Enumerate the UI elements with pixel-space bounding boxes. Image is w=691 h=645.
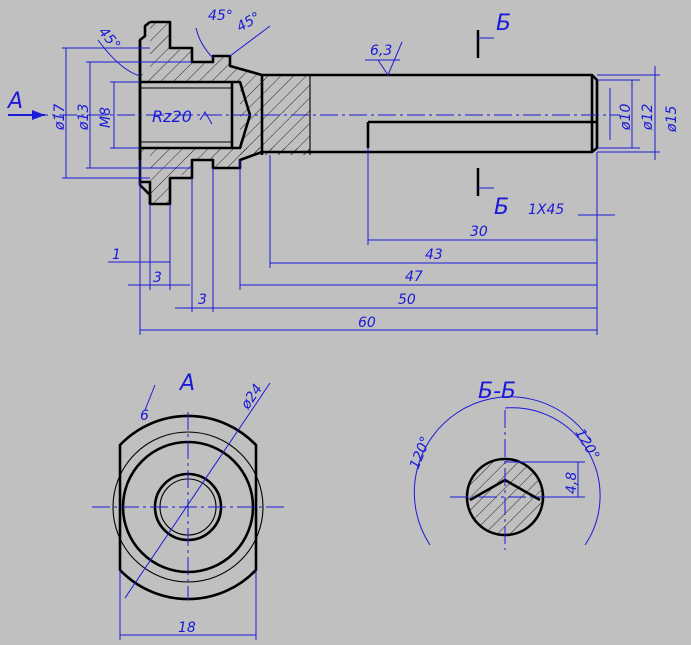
angle-45-top: 45° [208, 8, 233, 24]
section-mark-bottom: Б [476, 168, 509, 220]
dims-left: ø17 ø13 M8 [52, 47, 192, 179]
arc-120-right [504, 407, 601, 546]
dim-47: 47 [405, 269, 423, 285]
dim-d13: ø13 [76, 104, 92, 131]
dim-m8: M8 [98, 107, 114, 128]
arc-120-left [413, 396, 591, 546]
view-arrow-a: A [6, 89, 45, 120]
dim-d15: ø15 [664, 106, 680, 133]
dim-4-8: 4,8 [564, 472, 580, 494]
dim-30: 30 [470, 224, 488, 240]
end-view-a: A ø24 6 18 [92, 371, 285, 640]
label-section-b-top: Б [496, 11, 511, 36]
dim-120-right: 120° [572, 426, 603, 463]
dims-right: ø10 ø12 ø15 [597, 66, 680, 160]
section-b-b: Б-Б 120° 120° 4,8 [407, 379, 602, 550]
section-mark-top: Б [476, 11, 511, 58]
rz-note: Rz20 [152, 107, 192, 126]
flange-outline [138, 40, 152, 204]
roughness-mark [365, 41, 403, 77]
dim-d10: ø10 [618, 104, 634, 131]
label-view-a: A [178, 371, 195, 396]
dim-60: 60 [358, 315, 376, 331]
side-view: ø17 ø13 M8 A Rz20 6,3 45° 45° 45° Б [6, 8, 680, 335]
dim-3b: 3 [198, 292, 207, 308]
d24-leader [124, 382, 271, 599]
dim-1: 1 [112, 247, 121, 263]
dim-120-left: 120° [407, 434, 434, 471]
rz-mark [199, 111, 213, 125]
shaft-flat [366, 120, 597, 148]
length-dims: 30 43 47 50 60 1 3 3 [108, 148, 598, 335]
label-arrow-a: A [6, 89, 23, 114]
dim-50: 50 [398, 292, 416, 308]
hatch-flange-top [140, 22, 310, 155]
chamfer-note: 1X45 [528, 202, 564, 218]
hatch-flange-bottom [140, 148, 240, 204]
label-section-b-bottom: Б [494, 195, 509, 220]
dim-43: 43 [425, 247, 443, 263]
dim-r6: 6 [140, 408, 149, 424]
angle-45-left: 45° [95, 24, 123, 53]
dim-18: 18 [178, 620, 196, 636]
thread-minor [140, 87, 232, 143]
roughness-note: 6,3 [370, 43, 392, 59]
angle-45-right: 45° [234, 9, 264, 35]
dim-d17: ø17 [52, 104, 68, 131]
dim-d24: ø24 [237, 381, 266, 413]
dim-d12: ø12 [640, 104, 656, 131]
dim-3a: 3 [153, 270, 162, 286]
